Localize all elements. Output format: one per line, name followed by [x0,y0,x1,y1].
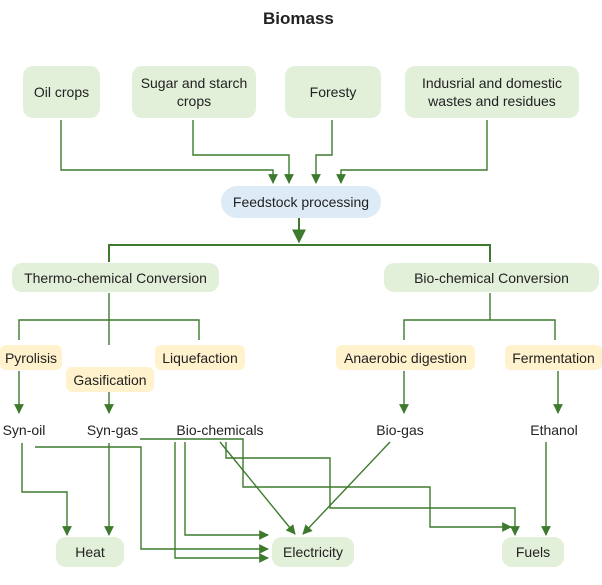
node-syn-oil: Syn-oil [2,422,46,438]
node-ethanol: Ethanol [530,422,578,438]
node-pyrolisis: Pyrolisis [0,345,62,370]
node-liquefaction: Liquefaction [155,345,245,370]
node-fermentation: Fermentation [505,345,602,370]
arrow-wastes-to-feedstock [336,120,488,184]
node-oil-crops: Oil crops [23,66,100,118]
node-anaerobic-digestion: Anaerobic digestion [336,345,475,370]
node-thermo-chemical-conversion: Thermo-chemical Conversion [12,263,219,292]
arrow-synoil-to-heat [21,443,72,536]
arrow-synoil-to-electricity [35,446,269,554]
arrow-biogas-to-electricity [302,441,391,535]
node-fuels: Fuels [502,537,564,567]
arrow-biochem-to-electricity-c [219,441,296,535]
node-bio-gas: Bio-gas [376,422,424,438]
thermo-branches [18,319,200,340]
arrow-syngas-to-fuels [140,438,512,532]
node-syn-gas: Syn-gas [86,422,139,438]
node-sugar-starch-crops: Sugar and starch crops [132,66,256,118]
arrow-oil-to-feedstock [60,120,278,184]
branch-conversions [108,244,491,262]
node-bio-chemicals: Bio-chemicals [176,422,264,438]
node-bio-chemical-conversion: Bio-chemical Conversion [384,263,599,292]
arrow-biochem-to-fuels [225,442,520,536]
arrow-biochem-to-electricity-a [174,442,269,563]
diagram-title: Biomass [263,9,334,28]
node-gasification: Gasification [66,367,154,392]
bio-branches [403,319,556,340]
node-forestry: Foresty [285,66,381,118]
arrow-forestry-to-feedstock [311,120,333,184]
arrow-sugar-to-feedstock [192,120,294,184]
node-heat: Heat [56,537,124,567]
node-electricity: Electricity [272,537,354,567]
node-wastes-residues: Indusrial and domestic wastes and residu… [405,66,579,118]
arrow-biochem-to-electricity-b [184,442,269,540]
node-feedstock-processing: Feedstock processing [221,186,381,218]
